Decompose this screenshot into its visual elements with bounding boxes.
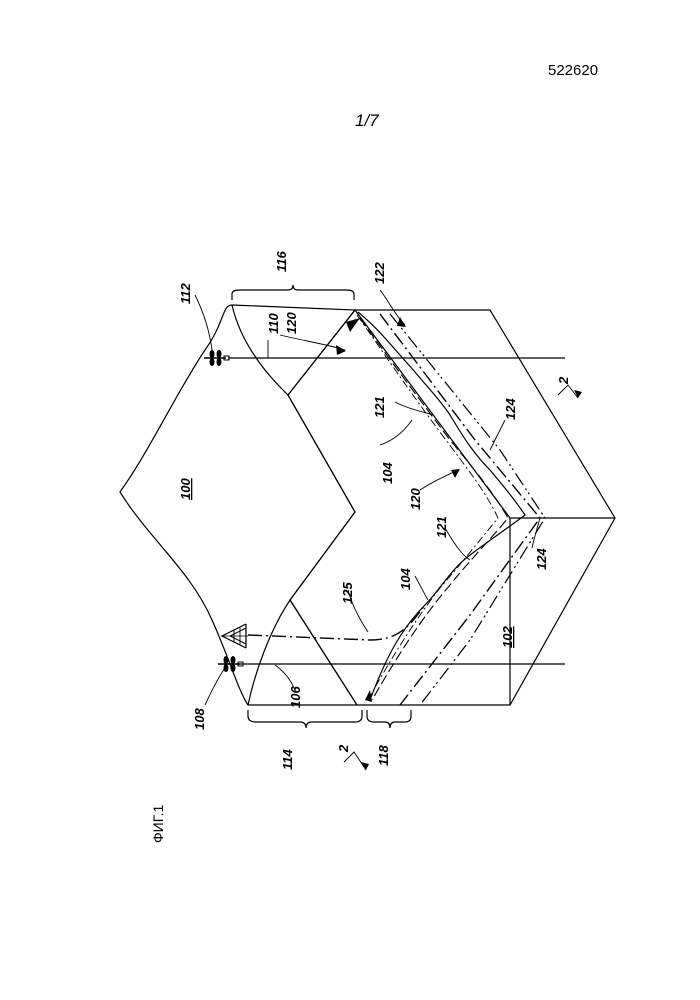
- leader-120b-arrow: [451, 469, 460, 478]
- bracket-116: [232, 285, 354, 300]
- bracket-114: [248, 710, 362, 728]
- leader-104b: [415, 576, 428, 600]
- label-102: 102: [500, 626, 515, 648]
- label-125: 125: [340, 582, 355, 604]
- label-121b: 121: [434, 516, 449, 538]
- label-2-left: 2: [336, 744, 351, 753]
- leader-112: [195, 295, 212, 350]
- section-arrow-left: [344, 752, 366, 770]
- label-104a: 104: [380, 462, 395, 484]
- well-path-121: [357, 315, 498, 700]
- figure-caption: ФИГ.1: [150, 805, 166, 843]
- surface-outline: [120, 305, 357, 705]
- label-116: 116: [274, 251, 289, 272]
- leader-120b: [420, 470, 458, 490]
- leader-104a: [380, 420, 412, 445]
- label-124b: 124: [534, 548, 549, 570]
- subsurface-inner-edge: [355, 310, 615, 518]
- label-108: 108: [192, 708, 207, 730]
- leader-120-top: [280, 335, 345, 350]
- label-112: 112: [178, 283, 193, 304]
- drilling-path-125: [248, 605, 425, 640]
- surface-slab-edge-left: [248, 600, 290, 705]
- leader-124a: [490, 420, 505, 450]
- leader-121a: [395, 402, 433, 415]
- label-114: 114: [280, 749, 295, 770]
- label-120a: 120: [284, 312, 299, 334]
- drilling-rig-icon: [222, 624, 248, 648]
- label-2-right: 2: [556, 376, 571, 385]
- label-124a: 124: [503, 398, 518, 420]
- arrow-head-lower: [365, 690, 372, 702]
- leader-122-arrow: [397, 317, 406, 327]
- label-106: 106: [288, 686, 303, 708]
- leader-108: [205, 668, 225, 705]
- arrow-head-upper: [346, 318, 360, 332]
- label-110: 110: [266, 313, 281, 334]
- bracket-118: [367, 710, 411, 728]
- label-100: 100: [178, 478, 193, 500]
- wellhead-icon: [204, 350, 229, 366]
- label-104b: 104: [398, 568, 413, 590]
- well-path-120: [360, 318, 508, 700]
- label-121a: 121: [372, 396, 387, 418]
- label-118: 118: [376, 745, 391, 766]
- label-120b: 120: [408, 488, 423, 510]
- wellhead-icon: [218, 656, 243, 672]
- label-122: 122: [372, 262, 387, 284]
- leader-106: [275, 665, 295, 690]
- subsurface-block-outline: [288, 310, 615, 705]
